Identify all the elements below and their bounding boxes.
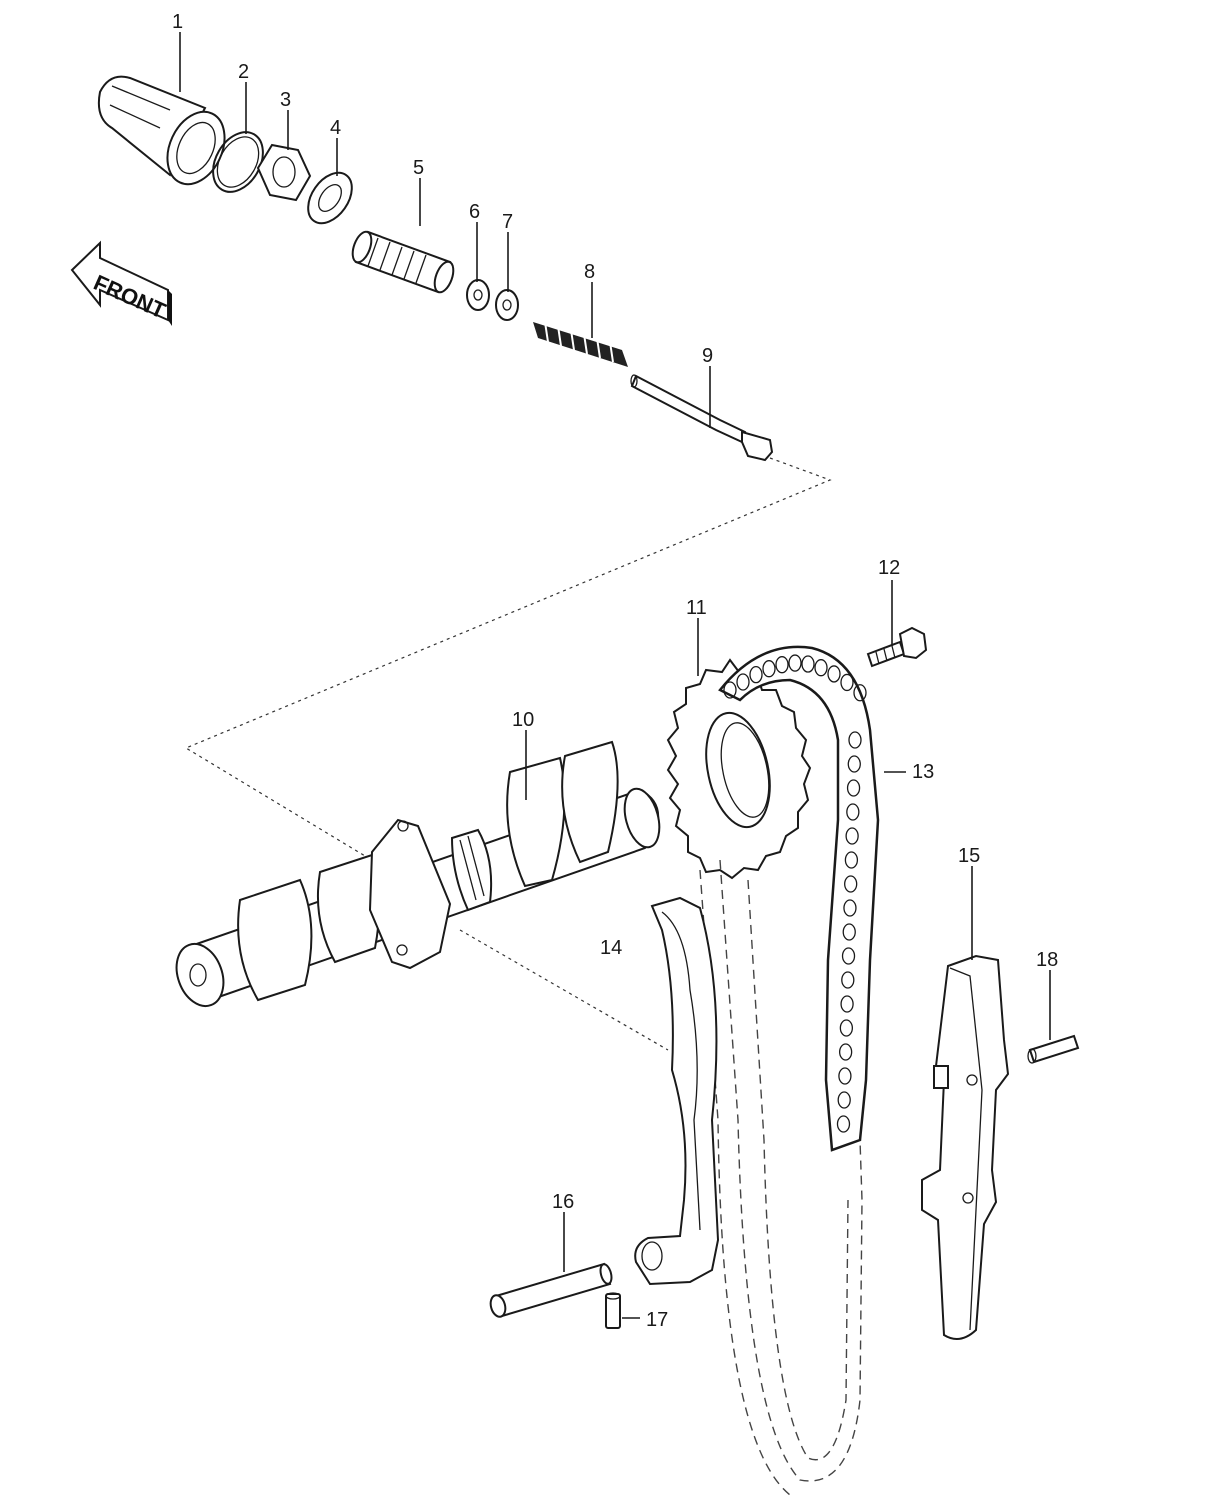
part-9-push-rod [630,374,774,462]
part-2-o-ring [212,131,264,193]
callout-3: 3 [280,89,291,111]
chain-roller [814,659,828,677]
part-16-pin [489,1262,613,1318]
part-10-camshaft [175,740,661,1007]
chain-roller [836,1115,851,1133]
callout-16: 16 [552,1191,574,1213]
part-11-cam-sprocket [666,658,812,880]
part-5-plunger [351,230,455,294]
chain-roller [843,899,857,917]
part-6-washer [466,279,490,311]
callout-2: 2 [238,61,249,83]
part-14-chain-guide [634,896,720,1286]
chain-roller [837,1091,851,1109]
part-17-dowel [605,1292,621,1329]
chain-roller [840,673,854,692]
callout-18: 18 [1036,949,1058,971]
chain-roller [848,731,862,749]
callout-14: 14 [600,937,622,959]
chain-roller [844,851,859,869]
part-15-tensioner-guide [921,954,1010,1340]
chain-roller [842,923,856,941]
callout-5: 5 [413,157,424,179]
part-1-tensioner-housing [97,75,226,186]
chain-roller [788,654,802,672]
callout-1: 1 [172,11,183,33]
chain-roller [845,827,859,845]
chain-roller [736,673,750,691]
callout-9: 9 [702,345,713,367]
callout-15: 15 [958,845,980,867]
chain-roller [723,681,737,699]
chain-roller [749,666,763,684]
chain-roller [839,1019,854,1037]
callout-13: 13 [912,761,934,783]
chain-roller [838,1067,852,1085]
callout-8: 8 [584,261,595,283]
callout-11: 11 [686,597,707,619]
chain-roller [775,656,789,674]
chain-roller [801,655,815,673]
part-13-cam-chain [699,645,880,1496]
chain-roller [844,875,858,893]
part-12-bolt [866,626,928,668]
chain-roller [838,1043,853,1061]
chain-roller [846,779,861,797]
chain-roller [846,803,860,821]
chain-roller [840,995,854,1013]
callout-17: 17 [646,1309,668,1331]
front-direction-marker: FRONT [70,240,172,326]
callout-7: 7 [502,211,513,233]
chain-roller [762,660,776,678]
chain-roller [827,665,841,683]
callout-4: 4 [330,117,341,139]
part-callouts: 1 2 3 4 5 6 7 8 9 10 11 12 13 14 15 16 1… [172,11,1058,1331]
leader-lines [179,32,1051,1319]
part-8-spring [533,321,628,367]
chain-roller [841,971,855,989]
part-3-nut [256,143,312,202]
chain-roller [841,947,856,965]
callout-12: 12 [878,557,900,579]
part-7-washer [495,289,519,321]
part-4-washer [307,171,353,225]
part-18-pin [1027,1034,1080,1064]
chain-roller [853,684,867,702]
installation-guide-lines [184,457,832,1051]
callout-10: 10 [512,709,534,731]
callout-6: 6 [469,201,480,223]
chain-roller [847,755,861,773]
